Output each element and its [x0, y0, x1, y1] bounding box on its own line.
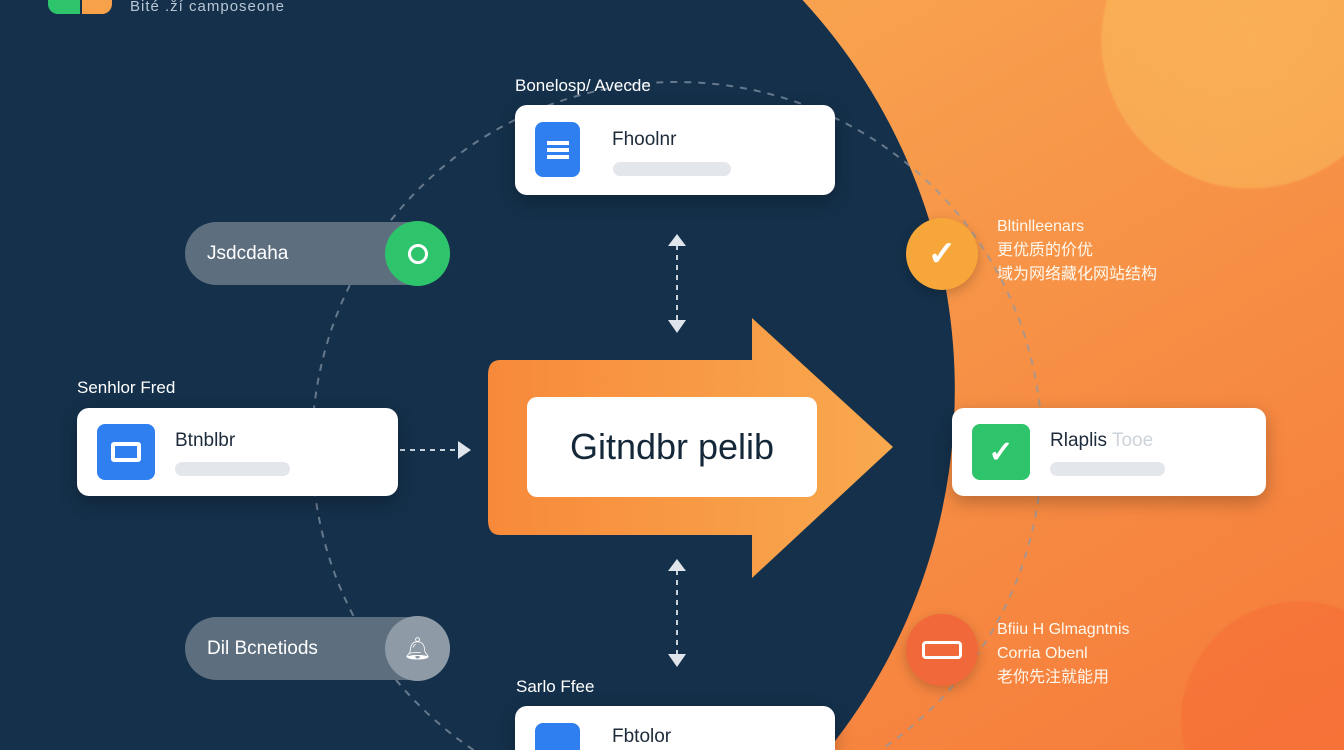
right-card-suffix: Tooe — [1111, 430, 1154, 451]
placeholder-bar — [175, 462, 290, 476]
search-icon[interactable] — [385, 221, 450, 286]
left-card-title: Btnblbr — [175, 430, 236, 451]
document-icon — [535, 723, 580, 750]
right-top-line: Bltinlleenars — [997, 218, 1085, 235]
bottom-card-title: Fbtolor — [612, 726, 672, 747]
right-top-line: 更优质的价优 — [997, 242, 1094, 259]
logo-icon-half — [82, 0, 112, 14]
glasses-icon — [906, 614, 978, 686]
top-label: Bonelosp/ Avecde — [515, 76, 651, 95]
placeholder-bar — [1050, 462, 1165, 476]
right-card-title: Rlaplis — [1050, 430, 1108, 451]
bottom-label: Sarlo Ffee — [516, 677, 595, 696]
header-title: Bité .ží camposeone — [130, 0, 285, 15]
right-bottom-line: Corria Obenl — [997, 645, 1088, 662]
bottom-pill-label: Dil Bcnetiods — [207, 637, 318, 659]
search-label: Jsdcdaha — [207, 242, 289, 264]
window-icon — [97, 424, 155, 480]
check-icon: ✓ — [906, 218, 978, 290]
dashed-ring — [311, 81, 1043, 750]
left-card[interactable]: Btnblbr — [77, 408, 398, 496]
document-icon — [535, 122, 580, 177]
right-bottom-line: 老你先注就能用 — [997, 669, 1110, 686]
top-card-title: Fhoolnr — [612, 129, 677, 150]
bell-icon[interactable]: 🔔︎ — [385, 616, 450, 681]
logo-icon — [48, 0, 80, 14]
right-bottom-line: Bfiiu H Glmagntnis — [997, 621, 1130, 638]
center-title: Gitndbr pelib — [527, 397, 817, 497]
right-bottom-text: Bfiiu H Glmagntnis Corria Obenl 老你先注就能用 — [997, 618, 1130, 690]
right-top-text: Bltinlleenars 更优质的价优 域为网络藏化网站结构 — [997, 215, 1157, 287]
top-card[interactable]: Fhoolnr — [515, 105, 835, 195]
right-card[interactable]: ✓ Rlaplis Tooe — [952, 408, 1266, 496]
edit-icon: ✓ — [972, 424, 1030, 480]
placeholder-bar — [613, 162, 731, 176]
left-label: Senhlor Fred — [77, 378, 176, 397]
bottom-card[interactable]: Fbtolor — [515, 706, 835, 750]
right-top-line: 域为网络藏化网站结构 — [997, 266, 1158, 283]
